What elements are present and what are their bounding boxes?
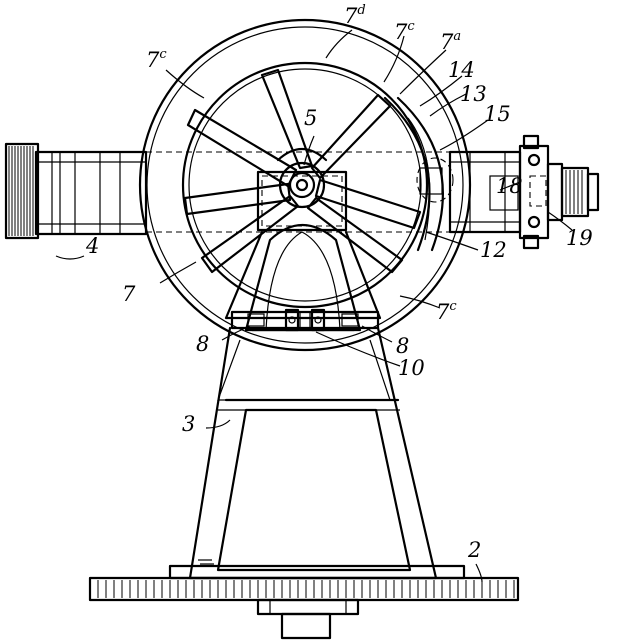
base-spindle [256, 598, 360, 640]
label-19: 19 [566, 226, 593, 250]
label-7a: 7a [440, 29, 462, 54]
hub-block [256, 147, 348, 232]
clamp-bar [230, 308, 380, 332]
label-5: 5 [304, 106, 318, 130]
label-7: 7 [122, 282, 136, 306]
objective-lens-cap [4, 142, 40, 240]
label-18: 18 [496, 174, 523, 198]
label-3: 3 [182, 412, 196, 436]
label-7c-left: 7c [146, 47, 167, 72]
label-14: 14 [448, 58, 475, 82]
eyepiece [546, 162, 600, 222]
leader-lines [55, 29, 573, 583]
label-13: 13 [460, 82, 487, 106]
eyepiece-bracket [518, 134, 550, 250]
vertical-circle [138, 18, 472, 352]
label-15: 15 [484, 102, 511, 126]
label-4: 4 [86, 234, 100, 258]
label-12: 12 [480, 238, 507, 262]
label-8-left: 8 [196, 332, 210, 356]
standard-support [224, 223, 382, 332]
label-7c-top: 7c [394, 19, 415, 44]
vernier-arc [383, 96, 454, 252]
label-2: 2 [468, 538, 482, 562]
label-7d: 7d [344, 3, 366, 28]
label-10: 10 [398, 356, 425, 380]
telescope-tube [34, 150, 148, 236]
tube-hidden-lines [146, 151, 450, 233]
label-7c-bottom: 7c [436, 299, 457, 324]
label-8-right: 8 [396, 334, 410, 358]
